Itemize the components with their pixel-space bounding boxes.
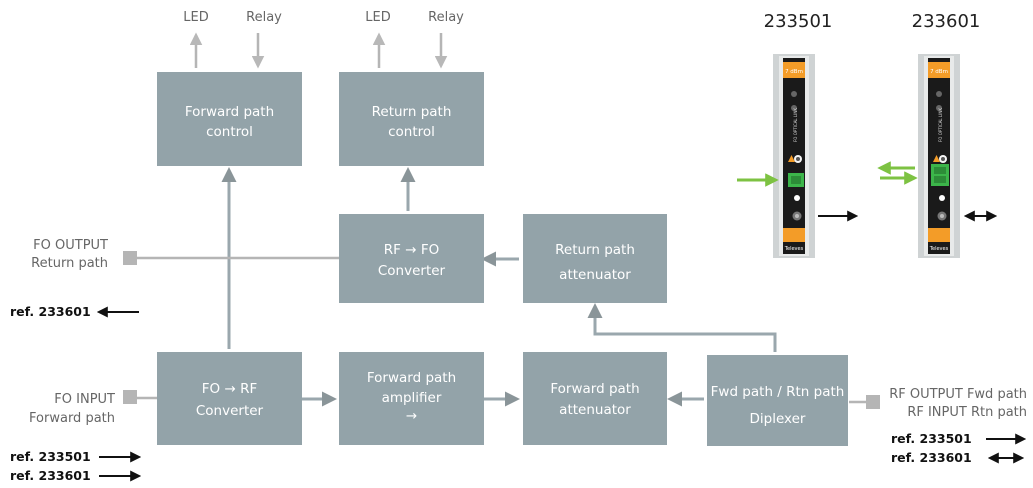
model-233501-title: 233501 bbox=[764, 11, 833, 32]
block-forward-path-attenuator: Forward path attenuator bbox=[523, 352, 667, 445]
block-label: amplifier bbox=[382, 390, 442, 406]
block-label: control bbox=[206, 124, 253, 140]
block-label: Forward path bbox=[550, 381, 639, 397]
rf-port-label: RF OUTPUT Fwd path RF INPUT Rtn path bbox=[889, 387, 1027, 420]
led-label-1: LED bbox=[183, 10, 208, 25]
fo-input-label: FO INPUT Forward path bbox=[29, 392, 115, 426]
ref-left-233501-bottom: ref. 233501 bbox=[10, 449, 142, 464]
block-label: RF → FO bbox=[384, 242, 439, 258]
block-label: Return path bbox=[372, 104, 452, 120]
device-233501-image: 7 dBm FO OPTICAL LINK Televes bbox=[773, 54, 815, 258]
block-label: Converter bbox=[378, 263, 446, 279]
device-233601-image: 7 dBm FO OPTICAL LINK Televes bbox=[918, 54, 960, 258]
optic-label: FO OPTICAL LINK bbox=[938, 108, 943, 142]
block-diplexer: Fwd path / Rtn path Diplexer bbox=[707, 355, 848, 446]
block-return-path-control: Return path control bbox=[339, 72, 484, 166]
block-label: Return path bbox=[555, 242, 635, 258]
relay-label-2: Relay bbox=[428, 10, 464, 25]
ref-label: ref. 233501 bbox=[891, 431, 972, 446]
block-label: → bbox=[406, 408, 417, 424]
led-relay-signals-1: LED Relay bbox=[183, 10, 282, 69]
fo-output-port bbox=[123, 251, 137, 265]
ref-label: ref. 233501 bbox=[10, 449, 91, 464]
block-label: Fwd path / Rtn path bbox=[711, 384, 845, 400]
port-label: FO OUTPUT bbox=[33, 238, 108, 253]
block-rf-fo-converter: RF → FO Converter bbox=[339, 214, 484, 303]
block-label: FO → RF bbox=[202, 381, 257, 397]
ref-label: ref. 233601 bbox=[10, 468, 91, 483]
model-233601-title: 233601 bbox=[912, 11, 981, 32]
brand-label: Televes bbox=[784, 246, 804, 252]
fo-output-label: FO OUTPUT Return path bbox=[31, 238, 108, 271]
block-label: Diplexer bbox=[750, 411, 806, 427]
ref-right-233601: ref. 233601 bbox=[891, 450, 1025, 465]
block-forward-path-amplifier: Forward path amplifier → bbox=[339, 352, 484, 445]
ref-right-233501: ref. 233501 bbox=[891, 431, 1027, 446]
led-relay-signals-2: LED Relay bbox=[365, 10, 464, 69]
led-label-2: LED bbox=[365, 10, 390, 25]
port-label: Return path bbox=[31, 256, 108, 271]
block-fo-rf-converter: FO → RF Converter bbox=[157, 352, 302, 445]
optic-label: FO OPTICAL LINK bbox=[793, 108, 798, 142]
brand-label: Televes bbox=[929, 246, 949, 252]
port-label: RF INPUT Rtn path bbox=[907, 405, 1027, 420]
block-label: Forward path bbox=[367, 370, 456, 386]
device-label: 7 dBm bbox=[785, 69, 803, 75]
block-label: attenuator bbox=[559, 402, 631, 418]
block-label: attenuator bbox=[559, 267, 631, 283]
line-diplexer-to-rtn-att bbox=[587, 303, 777, 352]
rf-port bbox=[866, 395, 880, 409]
port-label: Forward path bbox=[29, 411, 115, 426]
port-label: RF OUTPUT Fwd path bbox=[889, 387, 1027, 402]
port-label: FO INPUT bbox=[54, 392, 115, 407]
fo-input-port bbox=[123, 390, 137, 404]
ref-left-233601-bottom: ref. 233601 bbox=[10, 468, 142, 483]
relay-label-1: Relay bbox=[246, 10, 282, 25]
device-label: 7 dBm bbox=[930, 69, 948, 75]
block-return-path-attenuator: Return path attenuator bbox=[523, 214, 667, 303]
block-label: control bbox=[388, 124, 435, 140]
block-forward-path-control: Forward path control bbox=[157, 72, 302, 166]
ref-label: ref. 233601 bbox=[10, 304, 91, 319]
ref-label: ref. 233601 bbox=[891, 450, 972, 465]
block-label: Converter bbox=[196, 403, 264, 419]
block-label: Forward path bbox=[185, 104, 274, 120]
ref-left-233601-top: ref. 233601 bbox=[10, 304, 139, 319]
